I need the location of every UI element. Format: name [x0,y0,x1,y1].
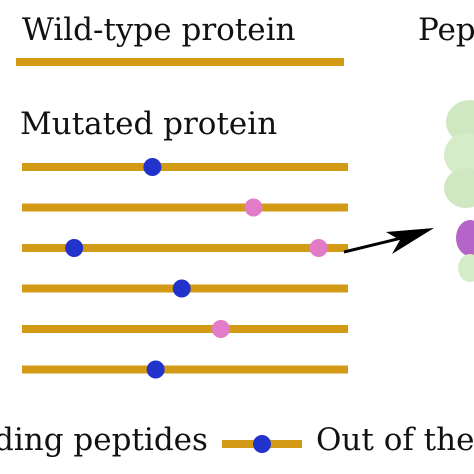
mutation-marker-pink [211,320,230,338]
peptide-structure [444,100,474,282]
wild-type-label: Wild-type protein [22,12,296,48]
mutation-marker-blue [172,279,191,298]
peptide-label: Pept [418,12,474,48]
arrow-to-peptide [343,228,434,254]
peptide-blob-purple [456,220,474,256]
peptide-blob-green-base [458,254,474,282]
protein-bars [16,58,348,374]
mutation-marker-pink [244,198,263,217]
mutated-protein-label: Mutated protein [20,106,278,142]
mutation-marker-pink [309,239,328,257]
arrow-head [386,228,434,254]
legend-binding-peptides-label: ding peptides [0,422,208,458]
peptide-blob-green-top [446,100,474,144]
legend-out-of-label: Out of the [316,422,474,458]
legend-graphic [222,435,302,453]
mutation-marker-blue [143,158,162,176]
peptide-blob-green-mid [444,133,474,177]
mutation-marker-blue [65,239,84,257]
mutation-marker-blue [146,360,165,379]
peptide-blob-green-low [444,168,474,208]
legend-marker-blue [253,435,271,453]
mutation-markers [65,158,328,379]
